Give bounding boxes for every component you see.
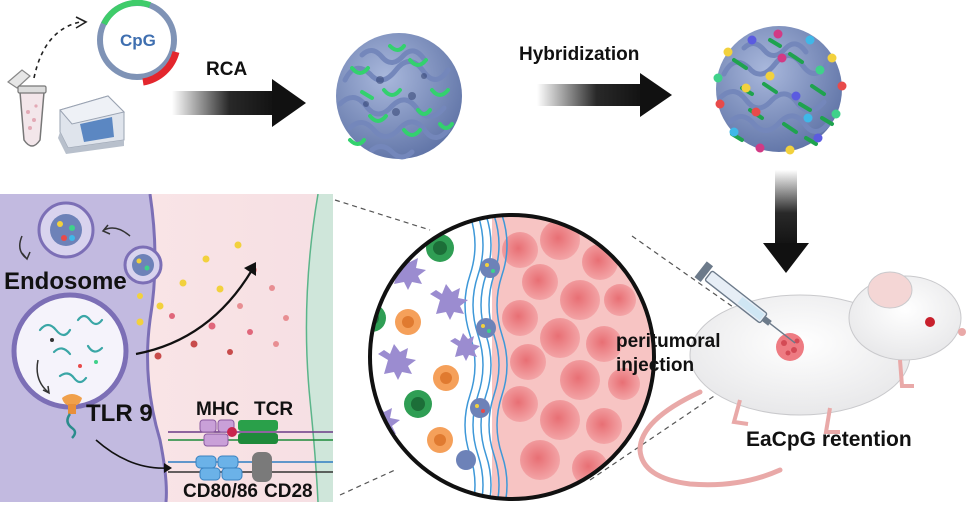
peritumoral-injection-label: peritumoral injection <box>616 331 721 376</box>
endosome-label: Endosome <box>4 268 127 295</box>
cd80-cd28-complex <box>168 452 333 482</box>
tlr9-label: TLR 9 <box>86 400 153 427</box>
cpg-plasmid-icon <box>97 0 180 86</box>
hybridization-arrow <box>537 73 672 117</box>
syringe-icon <box>694 261 796 344</box>
tube-icon <box>7 69 47 147</box>
cell-panel <box>0 194 333 502</box>
cd80-86-label: CD80/86 <box>183 481 258 502</box>
mouse-icon <box>637 271 966 488</box>
dna-nanoball-icon <box>336 33 462 160</box>
tcr-label: TCR <box>254 399 294 420</box>
eacpg-retention-label: EaCpG retention <box>746 428 912 451</box>
dashed-arrow-icon <box>33 21 81 79</box>
rca-label: RCA <box>206 59 248 80</box>
rca-arrow <box>172 79 306 127</box>
mhc-label: MHC <box>196 399 240 420</box>
pcr-machine-icon <box>58 95 125 154</box>
hybridized-nanoball-icon <box>713 26 847 155</box>
cd28-label: CD28 <box>264 481 313 502</box>
down-arrow <box>763 170 809 273</box>
cpg-label: CpG <box>120 31 156 50</box>
hybridization-label: Hybridization <box>519 44 640 65</box>
zoom-circle-border <box>368 213 656 501</box>
mhc-tcr-complex <box>168 419 333 447</box>
